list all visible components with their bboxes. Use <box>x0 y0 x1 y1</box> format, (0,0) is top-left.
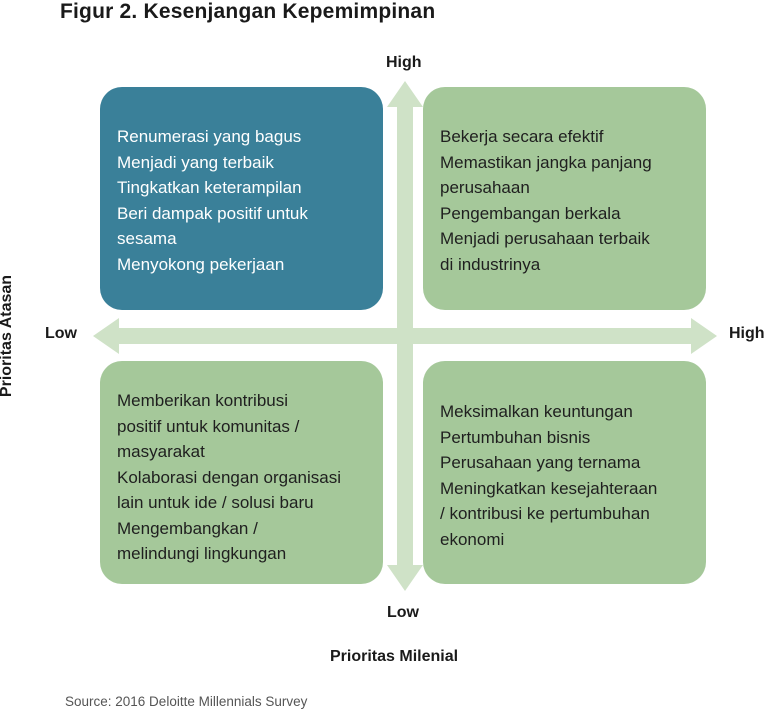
axis-left-label: Low <box>45 325 77 342</box>
quadrant-text-line: Memberikan kontribusi <box>117 391 289 410</box>
quadrant-text-line: Beri dampak positif untuk <box>117 203 308 223</box>
quadrant-text-line: Pertumbuhan bisnis <box>440 427 591 447</box>
quadrant-text-line: Meksimalkan keuntungan <box>440 402 633 421</box>
quadrant-text-line: masyarakat <box>117 442 205 461</box>
horizontal-axis-arrow <box>93 318 717 354</box>
quadrant-text-line: perusahaan <box>440 178 530 197</box>
quadrant-bottom-left: Memberikan kontribusi positif untuk komun… <box>100 361 383 584</box>
quadrant-text-line: Pengembangan berkala <box>440 203 621 223</box>
source-note: Source: 2016 Deloitte Millennials Survey <box>65 694 308 709</box>
quadrant-text-line: Meningkatkan kesejahteraan <box>440 478 658 498</box>
quadrant-text-line: Menyokong pekerjaan <box>117 254 285 274</box>
quadrant-text-line: sesama <box>117 229 177 248</box>
quadrant-text-line: lain untuk ide / solusi baru <box>117 493 314 512</box>
quadrant-text-line: di industrinya <box>440 254 541 274</box>
quadrant-text-line: Kolaborasi dengan organisasi <box>117 467 341 487</box>
quadrant-text-line: ekonomi <box>440 529 505 549</box>
quadrant-text-line: / kontribusi ke pertumbuhan <box>440 504 650 523</box>
y-axis-title: Prioritas Atasan <box>0 274 15 398</box>
quadrant-text-line: Bekerja secara efektif <box>440 127 604 146</box>
quadrant-text-line: Menjadi yang terbaik <box>117 152 274 172</box>
axis-bottom-label: Low <box>387 604 419 621</box>
quadrant-text-line: Memastikan jangka panjang <box>440 152 652 172</box>
x-axis-title: Prioritas Milenial <box>330 648 459 665</box>
quadrant-text-line: Perusahaan yang ternama <box>440 453 641 472</box>
axis-top-label: High <box>386 54 422 71</box>
quadrant-text-line: Renumerasi yang bagus <box>117 127 302 146</box>
axis-right-label: High <box>729 325 765 342</box>
quadrant-text-line: melindungi lingkungan <box>117 544 287 563</box>
quadrant-text-line: Tingkatkan keterampilan <box>117 178 302 197</box>
figure-title: Figur 2. Kesenjangan Kepemimpinan <box>60 0 436 23</box>
quadrant-text-line: Mengembangkan / <box>117 518 258 538</box>
quadrant-text-line: Menjadi perusahaan terbaik <box>440 229 650 248</box>
quadrant-text-line: positif untuk komunitas / <box>117 416 300 436</box>
